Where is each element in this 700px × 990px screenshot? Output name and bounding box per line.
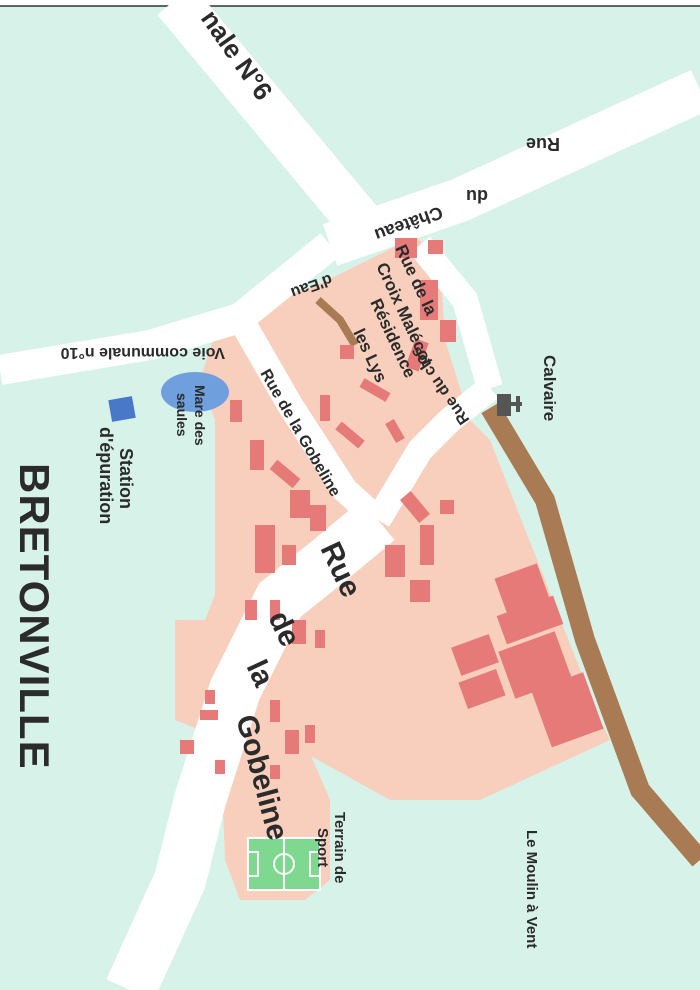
road-gobeline-main (106, 500, 395, 990)
label-mare-2: saules (174, 393, 190, 437)
label-voie-communale: Voie communale n°10 (61, 344, 225, 361)
sport-field (247, 837, 321, 891)
water-treatment-icon (108, 396, 136, 422)
label-village: BRETONVILLE (11, 463, 58, 770)
label-chateau-du: du (466, 186, 488, 206)
label-moulin: Le Moulin à Vent (523, 830, 540, 948)
pond (161, 372, 229, 412)
road-nationale (157, 0, 378, 237)
path-moulin (481, 402, 700, 867)
label-mare-1: Mare des (192, 385, 208, 446)
label-calvaire: Calvaire (540, 355, 559, 421)
label-terrain-1: Terrain de (331, 812, 348, 883)
calvary-cross-icon (497, 394, 522, 416)
label-station-1: Station (116, 448, 136, 509)
road-croix (409, 236, 503, 392)
road-clos (366, 377, 499, 527)
label-chateau-rue: Rue (526, 134, 560, 154)
label-station-2: d'épuration (96, 427, 116, 524)
road-chateau (322, 70, 700, 266)
path-eau (315, 297, 359, 348)
label-terrain-2: Sport (314, 828, 331, 867)
road-voie-communale (0, 233, 340, 385)
buildings (180, 238, 604, 779)
